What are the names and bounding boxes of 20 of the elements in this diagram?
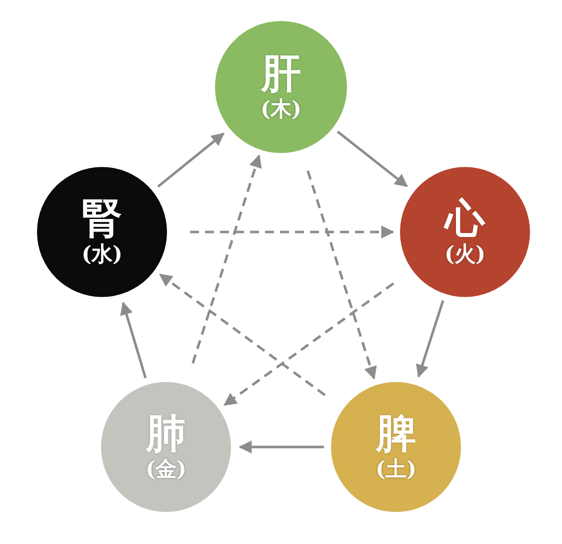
organ-name: 肺	[146, 412, 186, 456]
arrow	[157, 132, 224, 188]
arrow	[336, 130, 408, 188]
arrow	[190, 226, 394, 238]
arrow	[306, 170, 377, 380]
arrow	[120, 302, 147, 378]
arrow	[223, 282, 394, 406]
element-name: (木)	[260, 96, 302, 122]
arrow	[192, 154, 262, 364]
element-name: (火)	[444, 241, 486, 267]
organ-name: 肝	[261, 52, 301, 96]
element-name: (金)	[146, 456, 186, 482]
arrow	[159, 274, 326, 396]
organ-name: 腎	[82, 197, 122, 241]
arrow	[416, 300, 444, 378]
organ-name: 心	[445, 197, 485, 241]
arrow	[238, 440, 324, 454]
element-name: (水)	[82, 241, 122, 267]
organ-name: 脾	[376, 412, 416, 456]
element-name: (土)	[376, 456, 416, 482]
